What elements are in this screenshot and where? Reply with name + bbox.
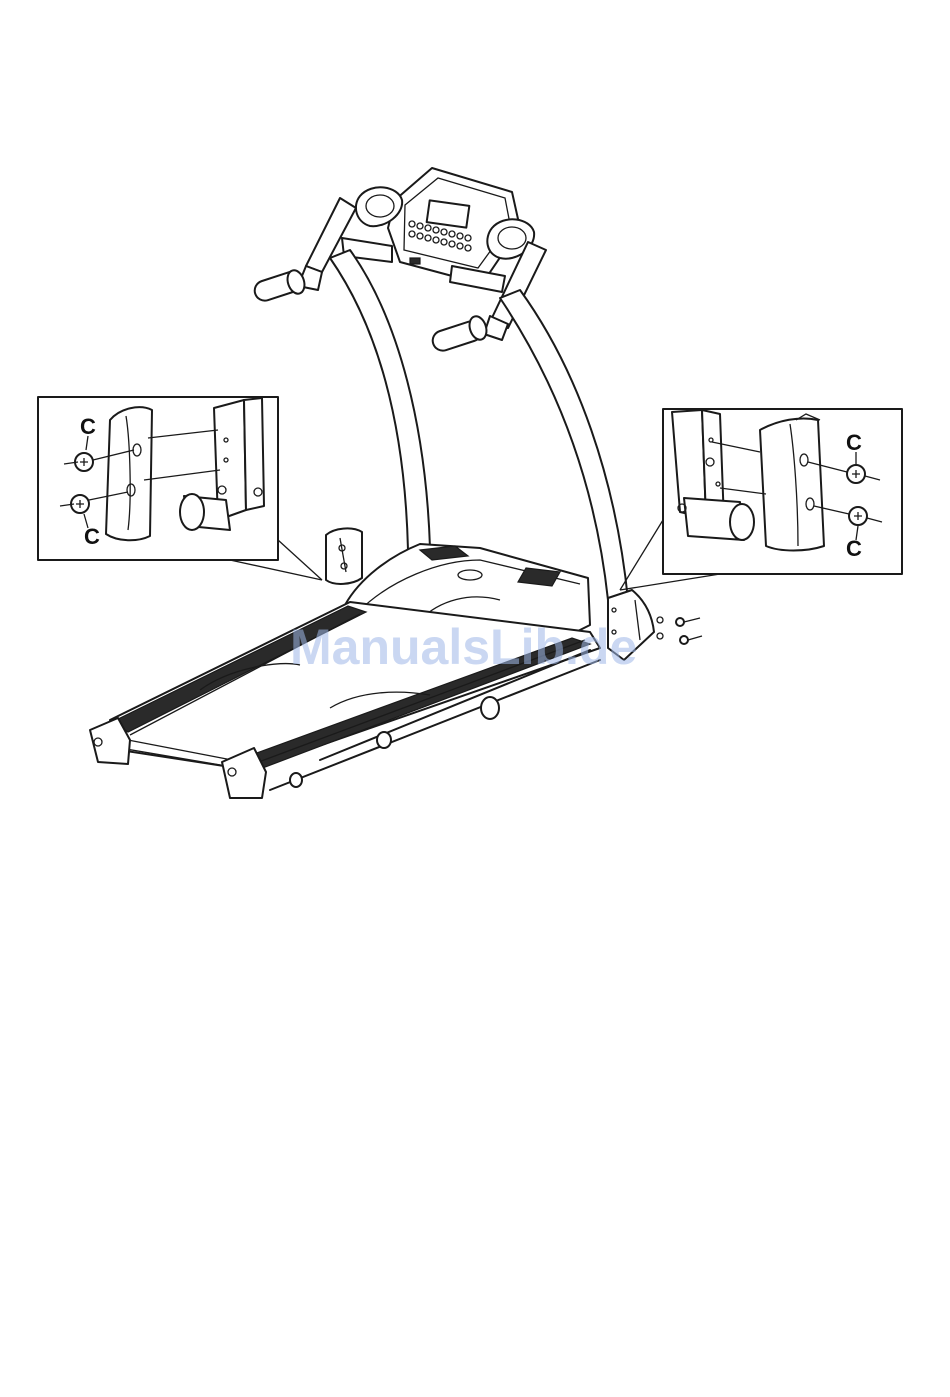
part-label-c: C <box>84 524 100 549</box>
part-label-c: C <box>846 536 862 561</box>
detail-callout-left: C C <box>38 397 322 580</box>
handlebar-left <box>252 198 356 303</box>
upright-left <box>330 250 430 550</box>
part-label-c: C <box>846 430 862 455</box>
screws-right <box>676 618 702 644</box>
upright-right <box>500 290 628 600</box>
display-screen <box>427 200 470 227</box>
watermark: ManualsLib.de <box>290 619 637 675</box>
part-label-c: C <box>80 414 96 439</box>
side-cover-left-part <box>326 528 362 583</box>
detail-callout-right: C C <box>620 409 902 590</box>
